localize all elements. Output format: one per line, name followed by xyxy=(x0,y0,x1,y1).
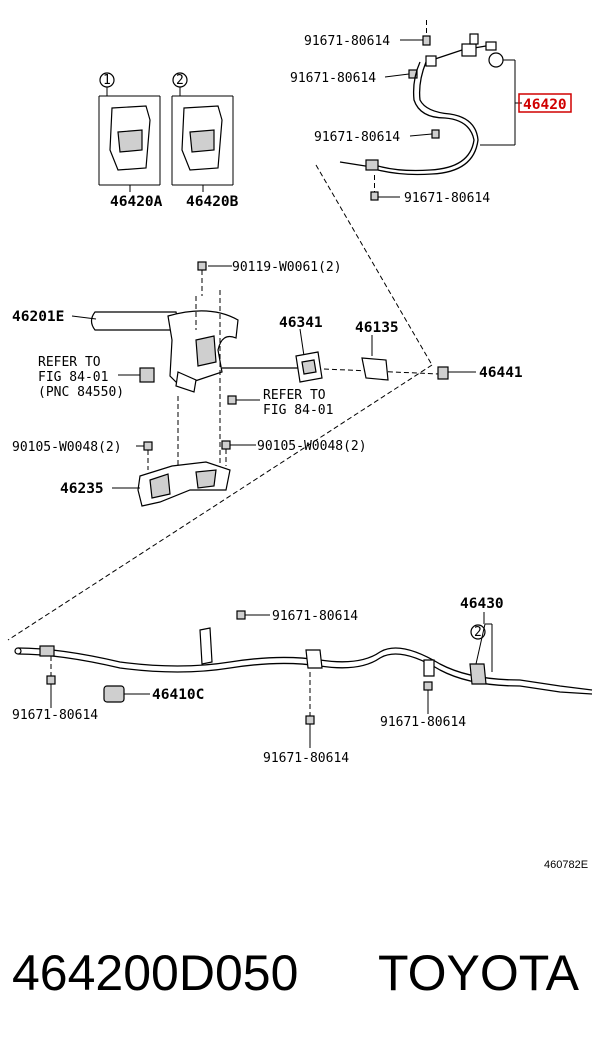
bolt-label: 90119-W0061(2) xyxy=(232,260,342,275)
circle-number: 1 xyxy=(103,73,111,88)
part-label: 46235 xyxy=(60,481,104,497)
bolt-label: 91671-80614 xyxy=(380,715,466,730)
part-label: 46430 xyxy=(460,596,504,612)
front-cable-assembly xyxy=(14,610,593,748)
figure-reference-code: 460782E xyxy=(544,859,588,871)
refer-text: (PNC 84550) xyxy=(38,385,124,400)
bolt-label: 90105-W0048(2) xyxy=(12,440,122,455)
part-label: 46420A xyxy=(110,194,163,210)
highlight-box xyxy=(518,93,572,113)
bolt-label: 91671-80614 xyxy=(272,609,358,624)
base-bracket xyxy=(112,440,256,507)
clip-46420b xyxy=(171,72,234,192)
lever-assembly xyxy=(71,261,441,470)
footer-part-number: 464200D050 xyxy=(12,945,298,1001)
bolt-icon xyxy=(431,129,440,139)
part-label: 46201E xyxy=(12,309,64,325)
bolt-icon xyxy=(422,20,431,46)
refer-text: FIG 84-01 xyxy=(38,370,108,385)
bolt-label: 91671-80614 xyxy=(263,751,349,766)
part-label: 46441 xyxy=(479,365,523,381)
equalizer-parts xyxy=(295,328,476,383)
refer-text: REFER TO xyxy=(38,355,101,370)
bolt-label: 91671-80614 xyxy=(304,34,390,49)
refer-text: REFER TO xyxy=(263,388,326,403)
part-label: 46341 xyxy=(279,315,323,331)
bolt-label: 91671-80614 xyxy=(314,130,400,145)
part-label: 46410C xyxy=(152,687,204,703)
top-cable-assembly xyxy=(339,20,572,201)
circle-number: 2 xyxy=(474,625,482,640)
bolt-label: 91671-80614 xyxy=(290,71,376,86)
bolt-label: 90105-W0048(2) xyxy=(257,439,367,454)
footer-brand: TOYOTA xyxy=(378,945,580,1001)
bolt-icon xyxy=(370,175,379,201)
part-label: 46420B xyxy=(186,194,239,210)
circle-number: 2 xyxy=(176,73,184,88)
bolt-label: 91671-80614 xyxy=(12,708,98,723)
highlighted-part-number: 46420 xyxy=(523,97,567,113)
clip-46420a xyxy=(98,72,161,192)
bolt-label: 91671-80614 xyxy=(404,191,490,206)
part-label: 46135 xyxy=(355,320,399,336)
refer-text: FIG 84-01 xyxy=(263,403,333,418)
